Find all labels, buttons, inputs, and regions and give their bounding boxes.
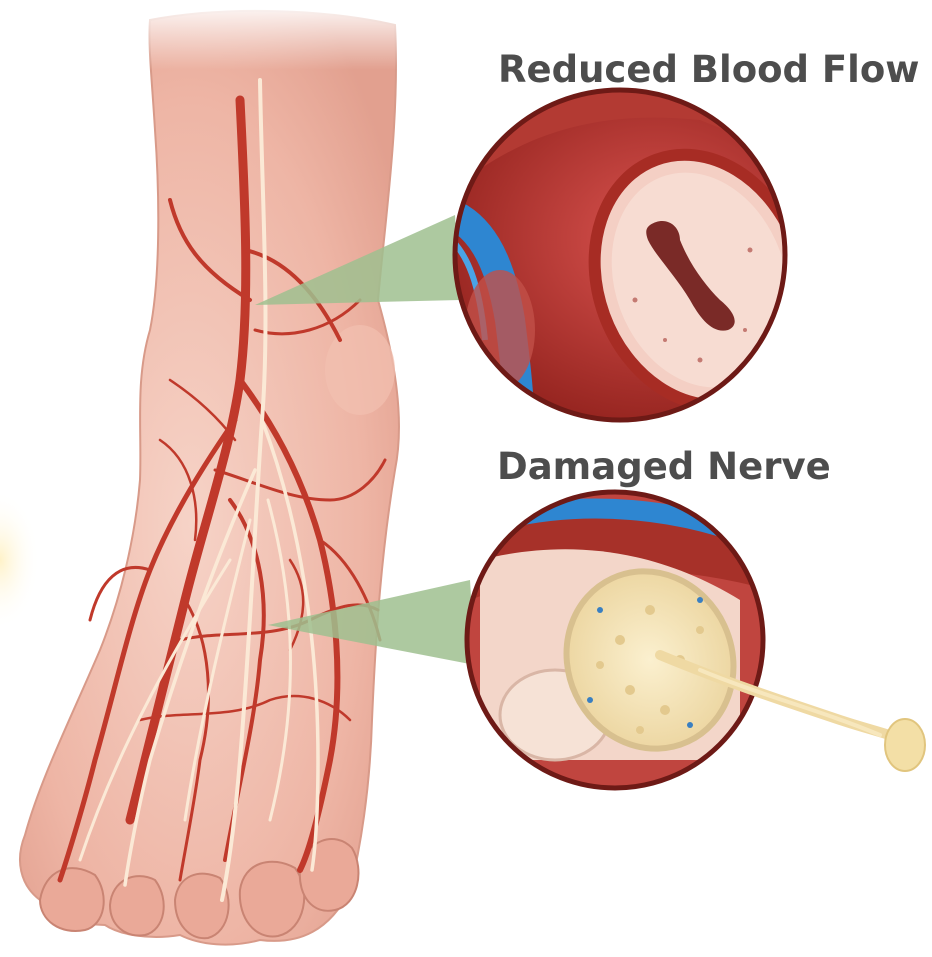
foot-anatomy-icon	[20, 0, 420, 945]
edge-glow	[0, 490, 40, 630]
artery-cross-section-icon	[440, 90, 840, 440]
nerve-cross-section-icon	[460, 490, 925, 800]
reduced-blood-flow-label: Reduced Blood Flow	[498, 48, 919, 91]
damaged-nerve-label: Damaged Nerve	[497, 445, 831, 488]
